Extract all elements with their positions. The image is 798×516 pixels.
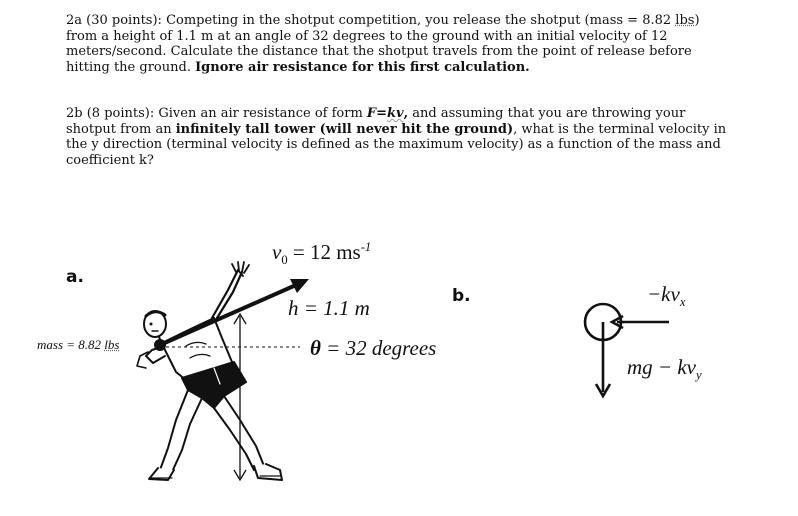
figure-b-label: b. [452, 286, 471, 306]
velocity-var: v [272, 240, 282, 264]
drag-x-text: −kv [647, 282, 680, 306]
angle-symbol: θ [310, 336, 321, 360]
velocity-arrow [159, 283, 297, 347]
problem-2a-text-part-1: Competing in the shotput competition, yo… [166, 13, 676, 28]
athlete-drawing [136, 261, 283, 481]
mass-value: mass = 8.82 [37, 337, 105, 352]
problem-2a-text: 2a (30 points): Competing in the shotput… [66, 13, 734, 75]
problem-2b-bold-phrase: infinitely tall tower (will never hit th… [175, 121, 514, 137]
fbd-weight-label: mg − kvy [627, 355, 702, 383]
problem-2b-text: 2b (8 points): Given an air resistance o… [66, 106, 734, 168]
problem-2b-text-part-2: and assuming that you are throwing your … [66, 106, 686, 137]
height-label: h = 1.1 m [288, 296, 370, 320]
height-arrow-top-icon [233, 312, 247, 325]
initial-velocity-label: v0 = 12 ms-1 [272, 240, 371, 268]
problem-2b-force-end: , [403, 106, 409, 121]
problem-2a-bold-note: Ignore air resistance for this first cal… [195, 59, 530, 75]
fbd-drag-x-arrowhead-icon [609, 314, 624, 330]
velocity-sub: 0 [281, 253, 288, 268]
fbd-drag-x-label: −kvx [647, 282, 685, 310]
velocity-exponent: -1 [360, 240, 372, 254]
drag-x-sub: x [679, 295, 686, 310]
problem-2a-mass-unit: lbs [675, 13, 695, 28]
problem-2a-label: 2a (30 points): [66, 13, 167, 28]
problem-2b-force-rhs: kv [387, 106, 404, 121]
problem-2b-text-part-1: Given an air resistance of form [158, 106, 367, 121]
mass-label: mass = 8.82 lbs [37, 337, 119, 353]
mass-unit: lbs [104, 337, 120, 352]
problem-2a-text-part-2: ) from a height of 1.1 m at an angle of … [66, 13, 700, 75]
fbd-weight-arrowhead-icon [594, 383, 612, 399]
angle-label: θ = 32 degrees [310, 336, 436, 361]
velocity-value: = 12 ms [287, 240, 361, 264]
height-arrow-bottom-icon [233, 469, 247, 482]
problem-2b-force-lhs: F= [366, 106, 388, 121]
weight-text: mg − kv [627, 355, 696, 379]
velocity-arrowhead [290, 279, 309, 293]
problem-2b-text-part-3: , what is the terminal velocity in the y… [66, 121, 727, 168]
weight-sub: y [695, 368, 702, 383]
problem-2b-label: 2b (8 points): [66, 106, 159, 121]
figure-a-label: a. [66, 267, 84, 287]
angle-value: = 32 degrees [320, 336, 437, 360]
